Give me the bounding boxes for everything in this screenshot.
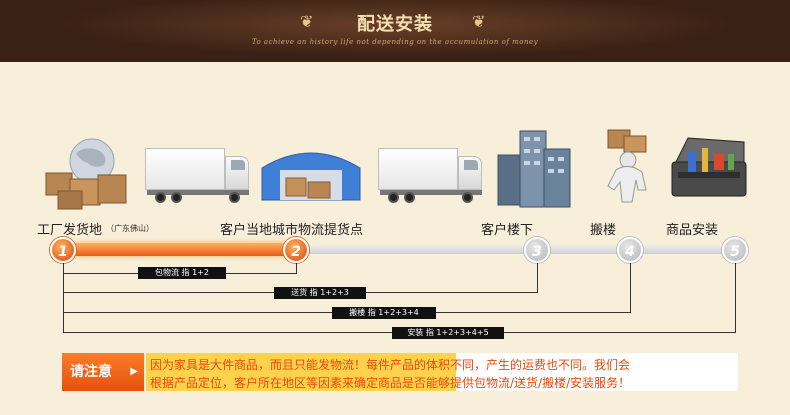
notice-line-2: 根据产品定位，客户所在地区等因素来确定商品是否能够提供包物流/送货/搬楼/安装服…: [150, 376, 631, 390]
bracket-tag-carry: 搬楼 指 1+2+3+4: [332, 307, 436, 319]
right-ornament-icon: ❦: [472, 12, 486, 31]
notice-highlight: [146, 353, 456, 391]
bracket-tag-install: 安装 指 1+2+3+4+5: [392, 327, 504, 339]
carrier-person-icon: [607, 129, 647, 203]
step-node-2: 2: [283, 237, 309, 263]
toolbox-icon: [671, 137, 747, 197]
stage-label-downstairs: 客户楼下: [481, 223, 534, 238]
stage-label-upstairs: 搬楼: [590, 223, 617, 238]
step-node-5: 5: [722, 237, 748, 263]
boxes-globe-icon: [45, 138, 127, 210]
header-banner: ❦ ❦ 配送安装 To achieve an history life not …: [0, 0, 790, 62]
bracket-tag-logistics: 包物流 指 1+2: [138, 267, 226, 279]
notice-line-1: 因为家具是大件商品，而且只能发物流！每件产品的体积不同，产生的运费也不同。我们会: [150, 358, 631, 372]
bracket-line-2: [296, 263, 297, 274]
stage-label-install: 商品安装: [666, 223, 719, 238]
notice-label: 请注意 ▶: [62, 353, 144, 391]
arrow-right-icon: ▶: [130, 366, 138, 377]
bracket-line-3: [537, 263, 538, 293]
bracket-line-4: [630, 263, 631, 313]
step-node-1: 1: [50, 237, 76, 263]
bracket-line-5: [735, 263, 736, 333]
page-title: 配送安装: [357, 14, 433, 35]
stage-note-factory: （广东佛山）: [106, 224, 154, 233]
progress-line-inactive: [296, 245, 736, 254]
stage-label-factory: 工厂发货地: [37, 223, 103, 238]
stage-label-pickup: 客户当地城市物流提货点: [220, 223, 364, 238]
warehouse-icon: [261, 152, 361, 201]
bracket-left-line: [63, 263, 64, 333]
buildings-icon: [497, 130, 571, 208]
step-node-3: 3: [524, 237, 550, 263]
page-subtitle: To achieve an history life not depending…: [251, 38, 539, 46]
progress-line-active: [70, 243, 296, 256]
left-ornament-icon: ❦: [300, 12, 314, 31]
step-node-4: 4: [617, 237, 643, 263]
bracket-tag-delivery: 送货 指 1+2+3: [274, 287, 366, 299]
notice-label-text: 请注意: [70, 364, 112, 380]
